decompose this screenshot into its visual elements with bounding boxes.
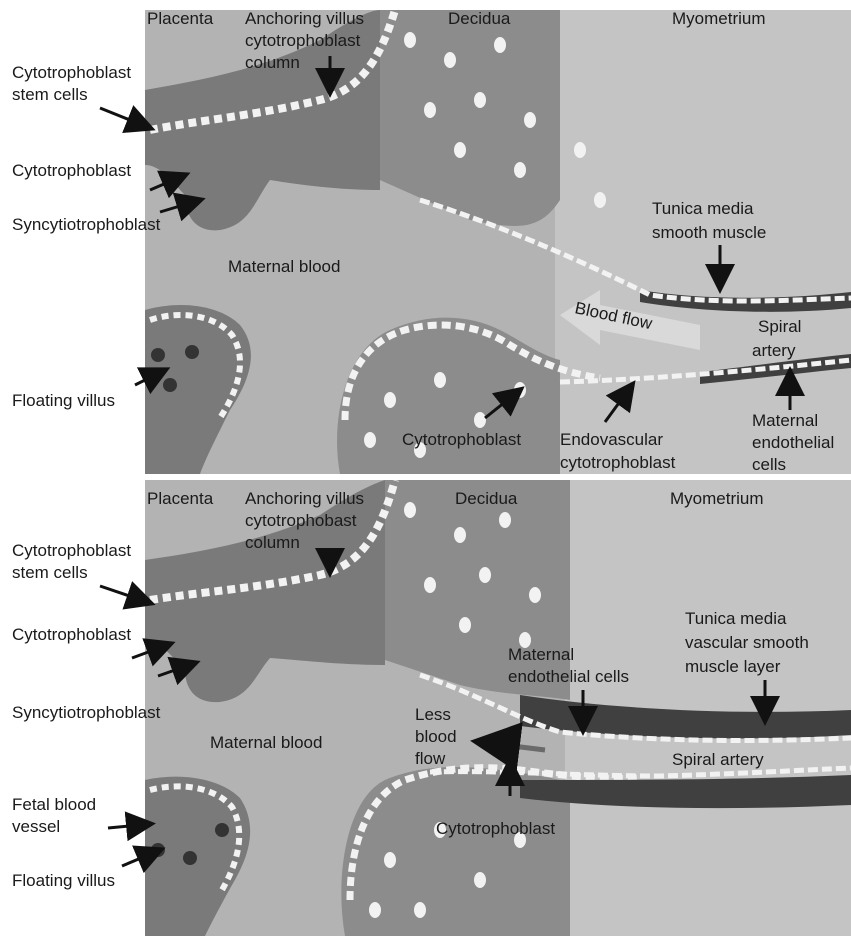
label-fetal-vessel-1: Fetal blood bbox=[12, 795, 96, 814]
label-myometrium: Myometrium bbox=[672, 9, 766, 28]
label-flow: flow bbox=[415, 749, 446, 768]
label-cytotrophoblast-column: cytotrophoblast bbox=[245, 31, 361, 50]
label-endovascular-1: Endovascular bbox=[560, 430, 663, 449]
label-fetal-vessel-2: vessel bbox=[12, 817, 60, 836]
label-maternal-blood: Maternal blood bbox=[228, 257, 340, 276]
label-decidua: Decidua bbox=[455, 489, 518, 508]
label-endovascular-2: cytotrophoblast bbox=[560, 453, 676, 472]
label-anchoring-villus: Anchoring villus bbox=[245, 9, 364, 28]
label-maternal-endo-2: endothelial bbox=[752, 433, 834, 452]
label-maternal-endo-1: Maternal bbox=[508, 645, 574, 664]
label-anchoring-villus: Anchoring villus bbox=[245, 489, 364, 508]
label-floating-villus: Floating villus bbox=[12, 871, 115, 890]
label-spiral-artery-1: Spiral bbox=[758, 317, 801, 336]
label-cytotrophobast: cytotrophobast bbox=[245, 511, 357, 530]
label-placenta: Placenta bbox=[147, 489, 214, 508]
label-stem-cells-2: stem cells bbox=[12, 85, 88, 104]
label-decidua: Decidua bbox=[448, 9, 511, 28]
label-column: column bbox=[245, 533, 300, 552]
label-cytotrophoblast: Cytotrophoblast bbox=[12, 161, 131, 180]
label-tunica-media-2: vascular smooth bbox=[685, 633, 809, 652]
label-maternal-blood: Maternal blood bbox=[210, 733, 322, 752]
label-tunica-media-3: muscle layer bbox=[685, 657, 781, 676]
label-spiral-artery: Spiral artery bbox=[672, 750, 764, 769]
label-tunica-media-1: Tunica media bbox=[685, 609, 787, 628]
label-cytotrophoblast-lower: Cytotrophoblast bbox=[436, 819, 555, 838]
label-maternal-endo-2: endothelial cells bbox=[508, 667, 629, 686]
label-column: column bbox=[245, 53, 300, 72]
top-diagram-panel: Placenta Anchoring villus cytotrophoblas… bbox=[0, 0, 851, 474]
label-floating-villus: Floating villus bbox=[12, 391, 115, 410]
bottom-diagram-panel: Placenta Anchoring villus cytotrophobast… bbox=[0, 480, 851, 936]
label-cytotrophoblast: Cytotrophoblast bbox=[12, 625, 131, 644]
label-blood: blood bbox=[415, 727, 457, 746]
label-spiral-artery-2: artery bbox=[752, 341, 796, 360]
label-placenta: Placenta bbox=[147, 9, 214, 28]
bottom-diagram-svg: Placenta Anchoring villus cytotrophobast… bbox=[0, 480, 851, 936]
label-stem-cells-1: Cytotrophoblast bbox=[12, 63, 131, 82]
label-stem-cells-1: Cytotrophoblast bbox=[12, 541, 131, 560]
label-stem-cells-2: stem cells bbox=[12, 563, 88, 582]
top-diagram-svg: Placenta Anchoring villus cytotrophoblas… bbox=[0, 0, 851, 474]
label-tunica-media-1: Tunica media bbox=[652, 199, 754, 218]
label-cytotrophoblast-lower: Cytotrophoblast bbox=[402, 430, 521, 449]
label-syncytiotrophoblast: Syncytiotrophoblast bbox=[12, 703, 161, 722]
label-maternal-endo-1: Maternal bbox=[752, 411, 818, 430]
label-syncytiotrophoblast: Syncytiotrophoblast bbox=[12, 215, 161, 234]
label-maternal-endo-3: cells bbox=[752, 455, 786, 474]
label-myometrium: Myometrium bbox=[670, 489, 764, 508]
label-less: Less bbox=[415, 705, 451, 724]
label-tunica-media-2: smooth muscle bbox=[652, 223, 766, 242]
